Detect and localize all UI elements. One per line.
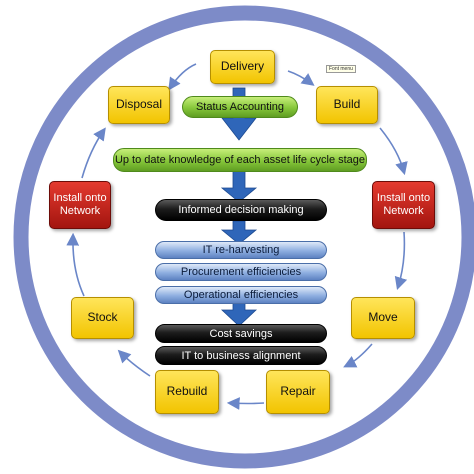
down-arrow-2: [220, 169, 258, 203]
band-informed-decision-making: Informed decision making: [155, 199, 327, 221]
band-it-re-harvesting: IT re-harvesting: [155, 241, 327, 259]
arrow-move-to-repair: [343, 343, 373, 368]
node-repair: Repair: [266, 370, 330, 414]
arrow-install-to-move: [394, 231, 408, 291]
arrow-repair-to-rebuild: [226, 397, 265, 410]
arrow-build-to-install: [379, 127, 408, 176]
node-rebuild: Rebuild: [155, 370, 219, 414]
arrow-stock-to-install: [66, 232, 85, 297]
node-stock: Stock: [71, 297, 134, 339]
band-operational-efficiencies: Operational efficiencies: [155, 286, 327, 304]
band-cost-savings: Cost savings: [155, 324, 327, 343]
node-disposal: Disposal: [108, 86, 170, 124]
down-arrow-3: [220, 220, 258, 245]
node-move: Move: [351, 297, 415, 339]
node-delivery: Delivery: [210, 50, 275, 84]
band-up-to-date-knowledge: Up to date knowledge of each asset life …: [113, 148, 367, 172]
node-install-right: Install onto Network: [372, 181, 435, 229]
arrow-delivery-to-disposal: [168, 63, 197, 91]
node-install-left: Install onto Network: [49, 181, 111, 229]
arrow-rebuild-to-stock: [117, 349, 151, 377]
outer-ring: [13, 5, 474, 469]
band-status-accounting: Status Accounting: [182, 96, 298, 118]
arrow-delivery-to-build: [287, 70, 315, 86]
band-it-to-business-alignment: IT to business alignment: [155, 346, 327, 365]
font-menu-tag: Font menu: [326, 65, 356, 73]
cycle-arrows: [66, 63, 408, 410]
node-build: Build: [316, 86, 378, 124]
band-procurement-efficiencies: Procurement efficiencies: [155, 263, 327, 281]
arrow-install-to-disposal: [81, 127, 106, 179]
